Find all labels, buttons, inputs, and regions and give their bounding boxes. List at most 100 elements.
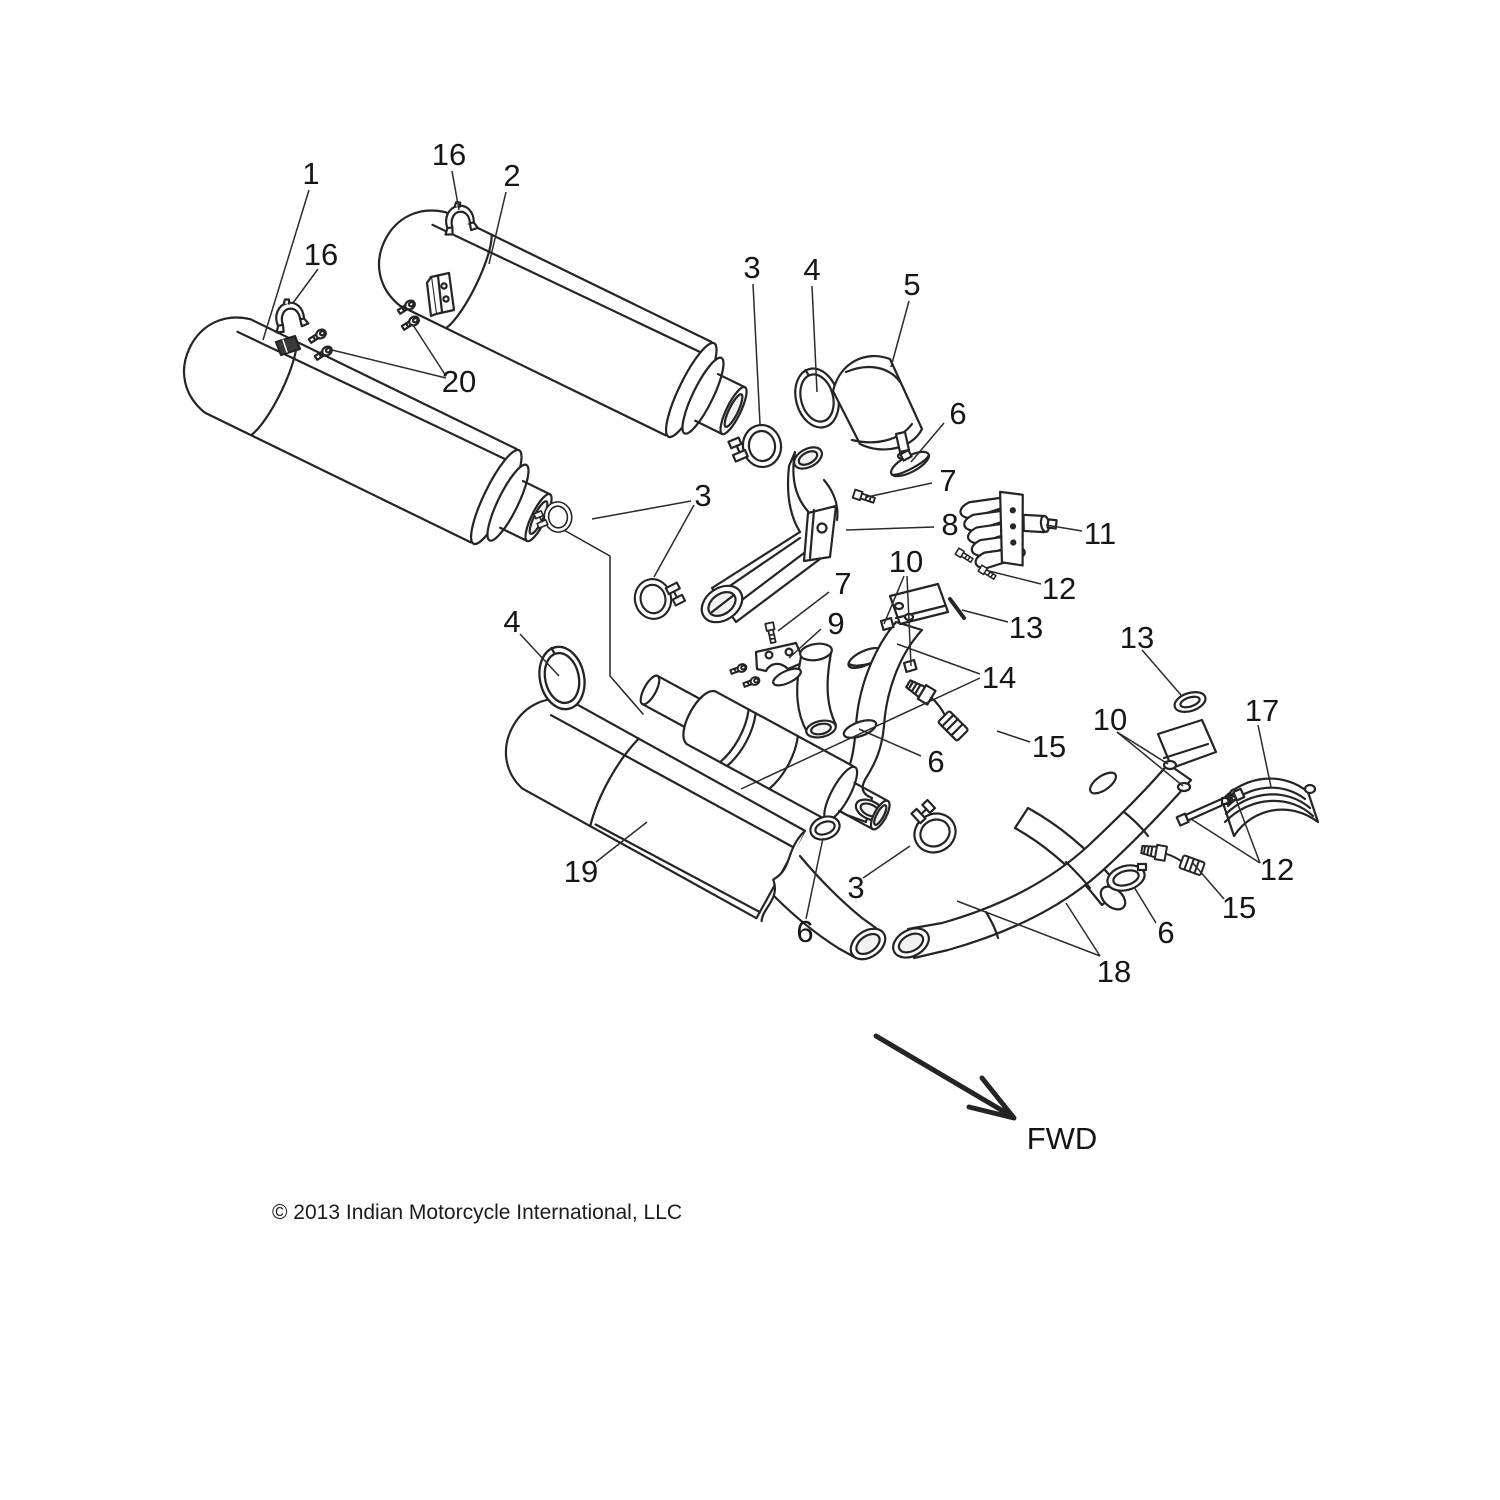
leader-line-c9 <box>788 628 822 659</box>
callout-c8: 8 <box>941 507 958 542</box>
band-clamp-3-front <box>899 792 964 861</box>
callout-c20: 20 <box>442 364 476 399</box>
leader-line-c6c <box>805 837 824 920</box>
leader-line-c10a <box>906 575 912 667</box>
leader-line-c4b <box>519 633 560 677</box>
oxygen-sensor-front-15 <box>1140 843 1206 876</box>
callout-c6a: 6 <box>949 396 966 431</box>
leader-line-c4a <box>811 285 818 393</box>
callout-c7b: 7 <box>834 566 851 601</box>
leader-line-c15a <box>996 730 1031 743</box>
muffler-bracket-left <box>274 334 302 357</box>
callout-c4a: 4 <box>803 252 820 287</box>
leader-line-c6b <box>1133 886 1157 924</box>
leader-line-c20 <box>331 349 447 379</box>
callout-c16b: 16 <box>304 237 338 272</box>
leader-line-c7b <box>777 591 830 632</box>
heat-shield-5 <box>831 354 924 461</box>
leader-line-c14 <box>896 643 981 675</box>
catalyst-mid-pipe <box>639 674 891 831</box>
callout-c5: 5 <box>903 267 920 302</box>
callout-c17: 17 <box>1245 693 1279 728</box>
leader-line-c14 <box>740 677 981 790</box>
o-ring-13 <box>1173 691 1207 713</box>
callout-c10b: 10 <box>1093 702 1127 737</box>
callout-c6c: 6 <box>796 914 813 949</box>
leader-line-c12b <box>1233 793 1261 864</box>
front-heat-shield-17 <box>1220 777 1320 838</box>
callout-c19: 19 <box>564 854 598 889</box>
front-header-pipes-18 <box>892 718 1218 960</box>
oxygen-sensor-rear-15 <box>905 679 969 742</box>
muffler-bracket-right <box>425 271 456 318</box>
callout-c15a: 15 <box>1032 729 1066 764</box>
leader-line-c20 <box>412 324 447 377</box>
bolt-7-upper <box>851 488 877 506</box>
callout-c3c: 3 <box>694 478 711 513</box>
clamp-3-round <box>630 571 690 624</box>
callout-c4b: 4 <box>503 604 520 639</box>
callout-c6d: 6 <box>927 744 944 779</box>
fwd-arrow-icon <box>873 1033 1017 1121</box>
leader-line-c3c <box>653 504 695 578</box>
leader-line-c10b <box>1116 731 1169 765</box>
screws-20 <box>306 297 422 363</box>
callout-c6b: 6 <box>1157 915 1174 950</box>
leader-line-c12b <box>1190 818 1261 864</box>
callout-c7a: 7 <box>939 463 956 498</box>
leader-line-c16b <box>292 268 319 304</box>
leader-line-c17 <box>1257 724 1272 788</box>
clamp-ring-6-front <box>1106 862 1148 892</box>
leader-line-c19 <box>595 821 648 863</box>
callout-c1: 1 <box>302 156 319 191</box>
callout-c13a: 13 <box>1009 610 1043 645</box>
front-muffler-19 <box>504 697 887 961</box>
callout-c10a: 10 <box>889 544 923 579</box>
bolt-7-lower <box>764 621 779 645</box>
callout-c9: 9 <box>827 606 844 641</box>
callout-c3b: 3 <box>847 870 864 905</box>
leader-line-c16a <box>451 170 460 211</box>
callout-c12a: 12 <box>1042 571 1076 606</box>
clamp-ring-6-mid <box>809 815 841 841</box>
callout-c16a: 16 <box>432 137 466 172</box>
pin-13 <box>948 597 966 620</box>
leader-line-c10b <box>1116 731 1184 787</box>
callout-c18: 18 <box>1097 954 1131 989</box>
callout-c2: 2 <box>503 158 520 193</box>
band-clamp-3-upper <box>724 421 785 473</box>
leader-line-c12a <box>988 570 1042 585</box>
leader-line-c2 <box>488 191 507 265</box>
leader-line-c18 <box>956 900 1101 957</box>
crossover-elbow-8 <box>700 446 839 624</box>
leader-line-c13a <box>961 609 1009 623</box>
leader-line-c6d <box>858 728 922 757</box>
leader-line-c3c <box>591 500 692 520</box>
fwd-label: FWD <box>1027 1121 1098 1156</box>
leader-line-c15b <box>1191 861 1225 900</box>
bracket-9 <box>728 641 806 690</box>
callout-c14: 14 <box>982 660 1016 695</box>
leader-line-c13b <box>1141 649 1182 696</box>
assembly-line <box>561 528 644 715</box>
callout-c3a: 3 <box>743 250 760 285</box>
leader-line-c10a <box>883 575 905 625</box>
callout-c15b: 15 <box>1222 890 1256 925</box>
leader-line-c3a <box>752 283 761 425</box>
callout-c13b: 13 <box>1120 620 1154 655</box>
leader-line-c11 <box>1045 524 1083 532</box>
finned-shield-11 <box>959 490 1058 570</box>
leader-line-c3b <box>862 845 911 879</box>
bolt-12-front <box>1175 787 1246 827</box>
leader-line-c18 <box>1065 902 1101 957</box>
callout-c12b: 12 <box>1260 852 1294 887</box>
leader-line-c5 <box>890 300 910 368</box>
callout-c11: 11 <box>1084 516 1116 551</box>
leader-line-c7a <box>866 482 933 498</box>
copyright-text: © 2013 Indian Motorcycle International, … <box>272 1201 682 1224</box>
leader-line-c6a <box>910 422 945 463</box>
leader-line-c8 <box>845 526 935 531</box>
